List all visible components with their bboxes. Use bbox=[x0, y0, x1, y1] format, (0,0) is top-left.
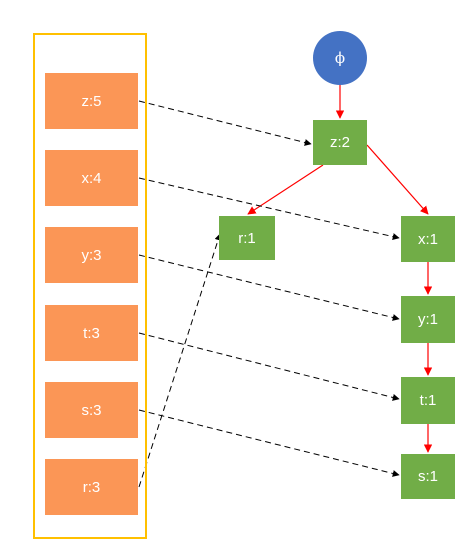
node-link-s bbox=[138, 409, 400, 477]
header-item-t: t:3 bbox=[45, 305, 138, 361]
tree-node-r: r:1 bbox=[219, 216, 275, 260]
node-link-y bbox=[138, 254, 400, 321]
tree-node-s: s:1 bbox=[401, 454, 455, 499]
tree-node-t: t:1 bbox=[401, 377, 455, 424]
tree-node-z: z:2 bbox=[313, 120, 367, 165]
node-link-z bbox=[138, 100, 312, 146]
node-link-r bbox=[138, 233, 222, 488]
node-link-t bbox=[138, 332, 400, 401]
header-item-x: x:4 bbox=[45, 150, 138, 206]
tree-edge-z-r bbox=[247, 164, 324, 215]
header-table-frame bbox=[33, 33, 147, 539]
header-item-z: z:5 bbox=[45, 73, 138, 129]
header-item-s: s:3 bbox=[45, 382, 138, 438]
tree-node-y: y:1 bbox=[401, 296, 455, 343]
header-item-y: y:3 bbox=[45, 227, 138, 283]
tree-root-node: ϕ bbox=[313, 31, 367, 85]
tree-edge-z-x bbox=[366, 144, 429, 215]
tree-node-x: x:1 bbox=[401, 216, 455, 262]
header-item-r: r:3 bbox=[45, 459, 138, 515]
